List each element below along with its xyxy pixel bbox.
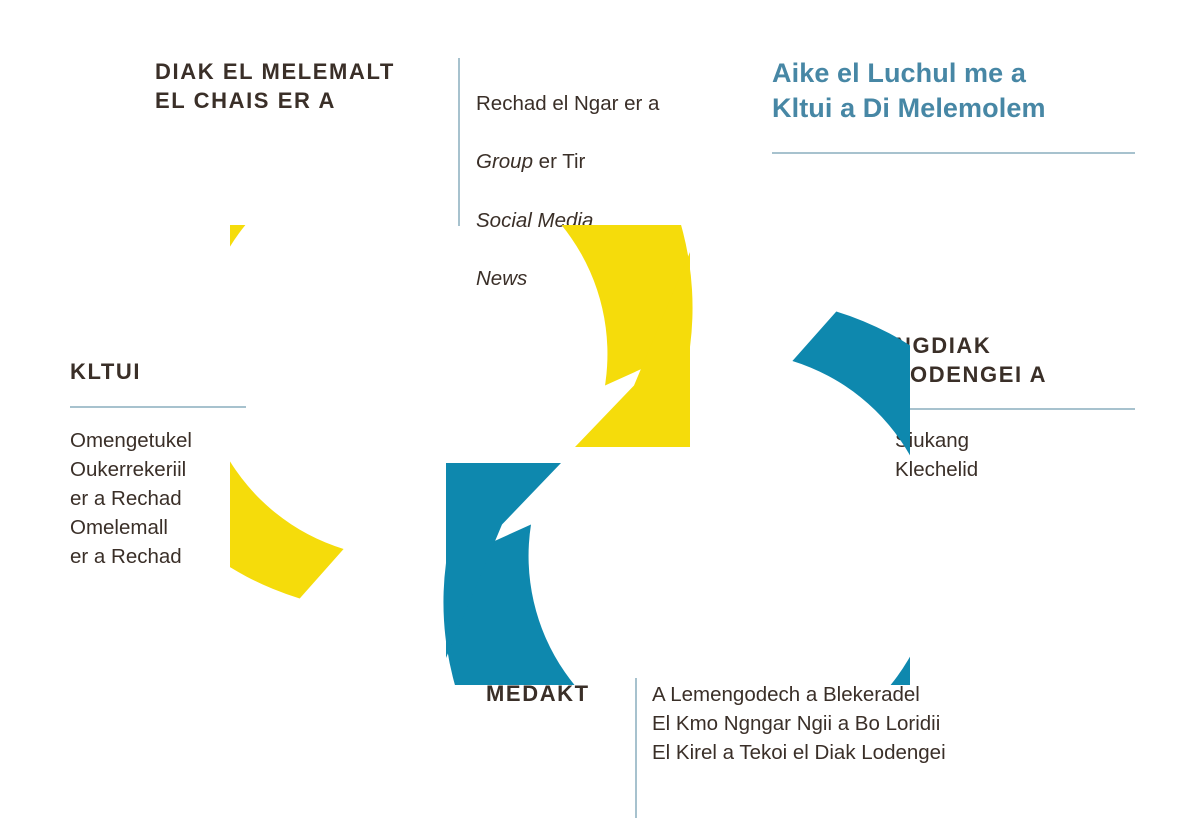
- top-item-4: News: [476, 266, 528, 290]
- top-item-2-emphasis: Group: [476, 150, 533, 174]
- right-body: Siukang Klechelid: [895, 429, 979, 482]
- top-item-2-rest: er Tir: [532, 150, 586, 174]
- blue-clockwise-arrow: [443, 311, 910, 685]
- top-left-items: Rechad el Ngar er a Group er Tir Social …: [476, 60, 736, 322]
- yellow-arrow-body: [230, 225, 693, 599]
- top-left-heading: DIAK EL MELEMALT EL CHAIS ER A: [155, 59, 395, 113]
- bottom-body: A Lemengodech a Blekeradel El Kmo Ngngar…: [652, 683, 946, 765]
- yellow-arrow-head: [575, 252, 690, 447]
- cycle-graphic: [230, 225, 910, 685]
- top-divider-vertical: [458, 58, 460, 226]
- blue-arrow-body: [443, 311, 910, 685]
- left-heading: KLTUI: [70, 359, 142, 384]
- yellow-clockwise-arrow: [230, 225, 693, 599]
- blue-arrow-head: [446, 463, 561, 658]
- left-heading-underline: [70, 406, 246, 408]
- right-heading-underline: [895, 408, 1135, 410]
- page-title: Aike el Luchul me a Kltui a Di Melemolem: [772, 58, 1046, 124]
- top-item-2: Group er Tir: [476, 147, 736, 176]
- bottom-divider-vertical: [635, 678, 637, 818]
- bottom-heading: MEDAKT: [486, 681, 590, 706]
- top-item-1: Rechad el Ngar er a: [476, 92, 660, 116]
- left-body: Omengetukel Oukerrekeriil er a Rechad Om…: [70, 429, 192, 569]
- page-title-underline: [772, 152, 1135, 154]
- right-heading: NGDIAK LODENGEI A: [895, 333, 1048, 387]
